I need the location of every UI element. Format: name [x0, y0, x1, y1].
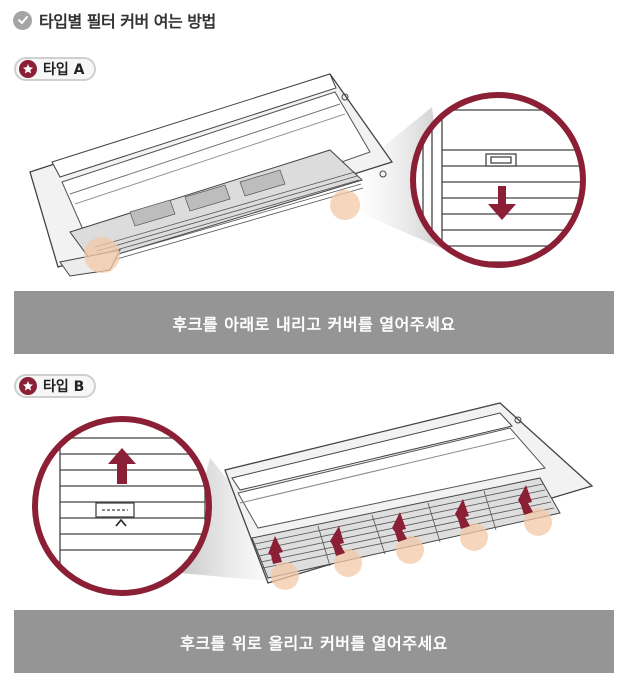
hook-highlight-left: [84, 237, 120, 273]
type-b-badge: 타입 B: [14, 374, 97, 398]
type-b-illustration: [32, 402, 594, 596]
type-b-label: 타입 B: [43, 379, 85, 395]
type-a-label: 타입 A: [43, 62, 85, 78]
air-conditioner-unit-a: [29, 73, 394, 277]
magnifier-b: [32, 416, 212, 596]
star-icon: [19, 60, 37, 78]
page-title: 타입별 필터 커버 여는 방법: [39, 12, 216, 31]
caret-up-icon: [115, 518, 127, 527]
arrow-up-icons: [268, 485, 533, 564]
type-b-instruction: 후크를 위로 올리고 커버를 열어주세요: [180, 633, 448, 653]
type-a-instruction-banner: 후크를 아래로 내리고 커버를 열어주세요: [14, 291, 614, 354]
hook-highlight-right: [330, 190, 360, 220]
type-a-illustration: [29, 73, 586, 277]
type-a-badge: 타입 A: [14, 57, 97, 81]
check-icon: [13, 10, 32, 30]
arrow-down-icon: [488, 186, 516, 220]
star-icon: [19, 377, 37, 395]
page-header: 타입별 필터 커버 여는 방법: [13, 8, 216, 32]
type-a-instruction: 후크를 아래로 내리고 커버를 열어주세요: [172, 314, 456, 334]
type-b-instruction-banner: 후크를 위로 올리고 커버를 열어주세요: [14, 610, 614, 673]
arrow-up-icon: [108, 448, 136, 484]
hook-highlights: [271, 508, 552, 590]
magnifier-a: [410, 92, 586, 268]
air-conditioner-unit-b: [224, 402, 594, 584]
